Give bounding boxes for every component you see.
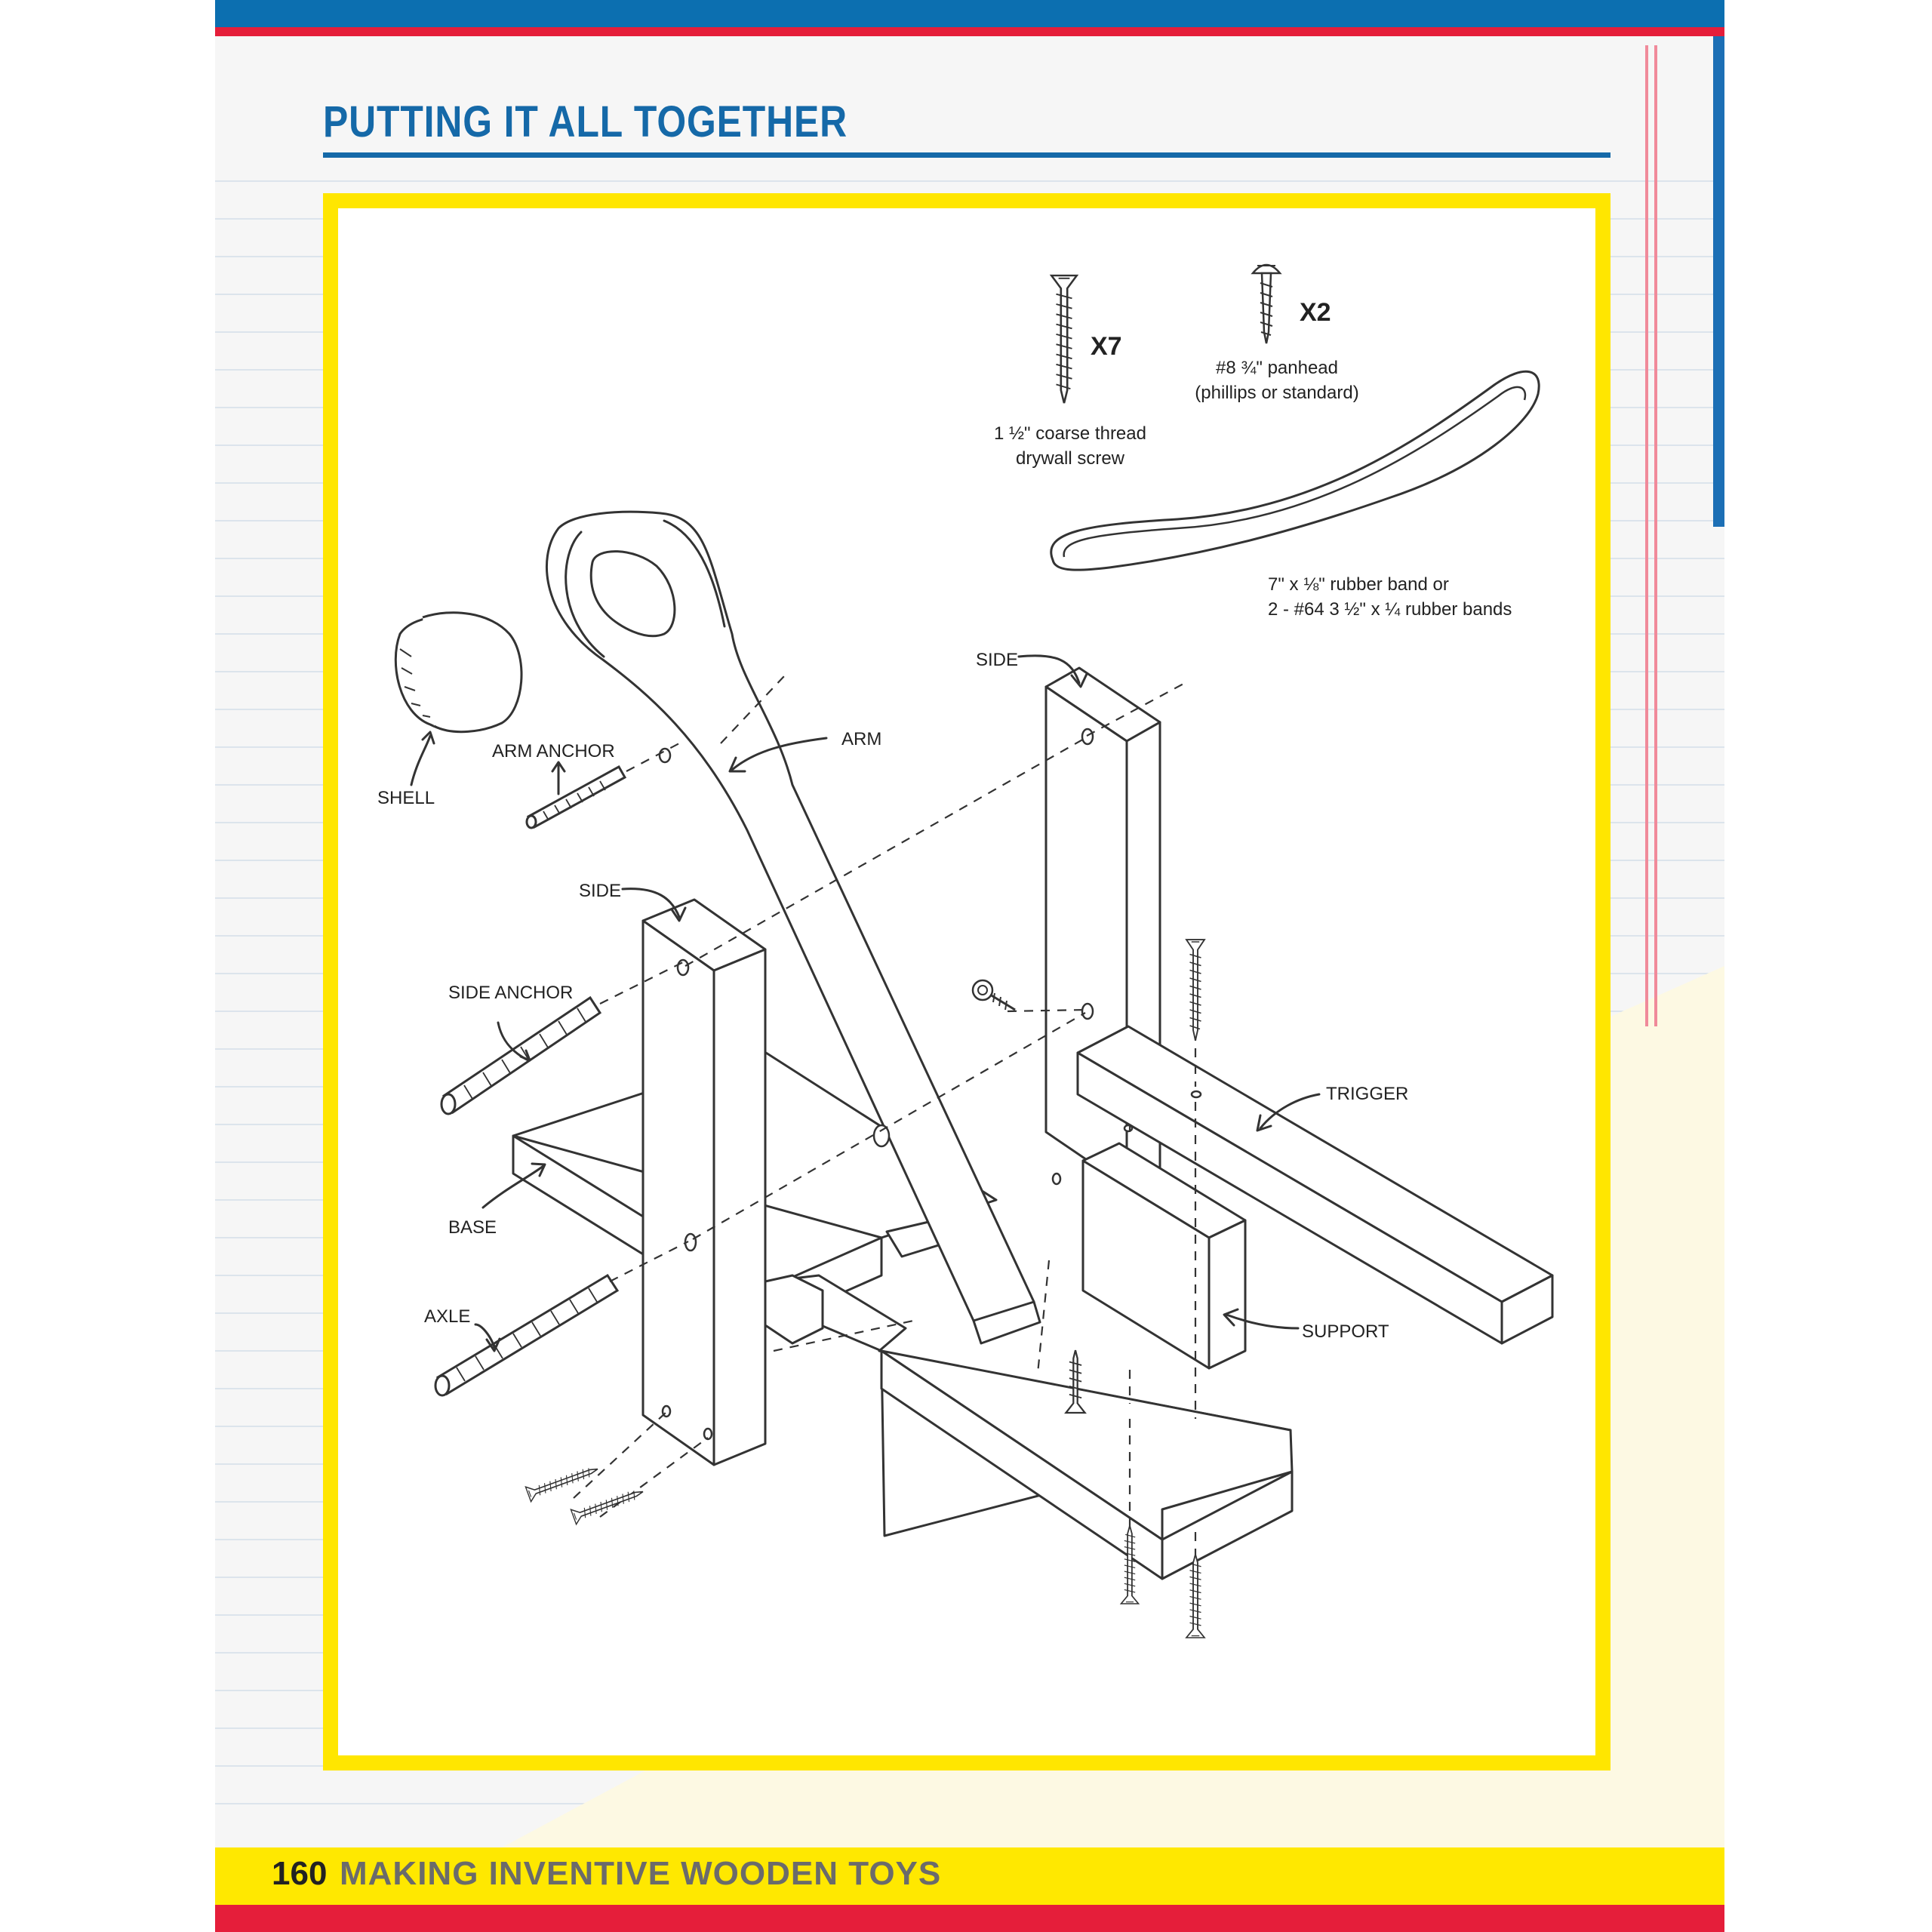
panhead-screw-icon [1251, 263, 1282, 344]
margin-line [1645, 45, 1648, 1026]
screw-icon [525, 1460, 601, 1503]
label-side-anchor: SIDE ANCHOR [448, 983, 573, 1003]
panhead-screw-label-1: #8 ¾" panhead [1216, 358, 1338, 378]
label-side-right: SIDE [976, 650, 1018, 670]
label-arrows [410, 654, 1321, 1352]
top-blue-band [215, 0, 1724, 27]
support-block [1081, 1142, 1247, 1370]
rubber-band-icon [1050, 370, 1540, 571]
page-edge-tab [1713, 36, 1724, 527]
label-trigger: TRIGGER [1326, 1084, 1408, 1104]
axle-rod [434, 1273, 620, 1397]
rubber-band-label-1: 7" x ⅛" rubber band or [1268, 574, 1449, 595]
panhead-screw-label-2: (phillips or standard) [1195, 383, 1358, 403]
top-red-band [215, 27, 1724, 36]
screw-icon [570, 1483, 647, 1525]
panhead-screw-qty: X2 [1300, 298, 1331, 327]
footer-red-band [215, 1905, 1724, 1932]
label-arm: ARM [841, 729, 881, 749]
screw-icon [1186, 939, 1205, 1041]
drywall-screw-label-2: drywall screw [1016, 448, 1125, 469]
label-arm-anchor: ARM ANCHOR [492, 741, 615, 761]
footer-band [215, 1847, 1724, 1905]
arm-anchor-rod [525, 764, 627, 829]
label-axle: AXLE [424, 1306, 470, 1327]
shell-cap [394, 611, 523, 734]
label-base: BASE [448, 1217, 497, 1238]
side-anchor-rod [440, 995, 602, 1115]
assembly-guide-lines [573, 675, 1197, 1555]
margin-line [1654, 45, 1657, 1026]
page-number: 160 [272, 1855, 328, 1892]
left-side-board [641, 898, 767, 1466]
drywall-screw-qty: X7 [1091, 332, 1122, 361]
panhead-screw-small-icon [971, 979, 1016, 1011]
page-title: PUTTING IT ALL TOGETHER [323, 97, 848, 146]
catapult-arm [546, 510, 1041, 1345]
trigger-board [1076, 1025, 1554, 1345]
title-underline [323, 152, 1611, 158]
drywall-screw-icon [1050, 274, 1078, 405]
drywall-screw-label-1: 1 ½" coarse thread [994, 423, 1146, 444]
label-support: SUPPORT [1302, 1321, 1389, 1342]
label-shell: SHELL [377, 788, 435, 808]
book-title: MAKING INVENTIVE WOODEN TOYS [340, 1855, 942, 1892]
rubber-band-label-2: 2 - #64 3 ½" x ¼ rubber bands [1268, 599, 1512, 620]
label-side-left: SIDE [579, 881, 621, 901]
screw-icon [1186, 1553, 1205, 1638]
